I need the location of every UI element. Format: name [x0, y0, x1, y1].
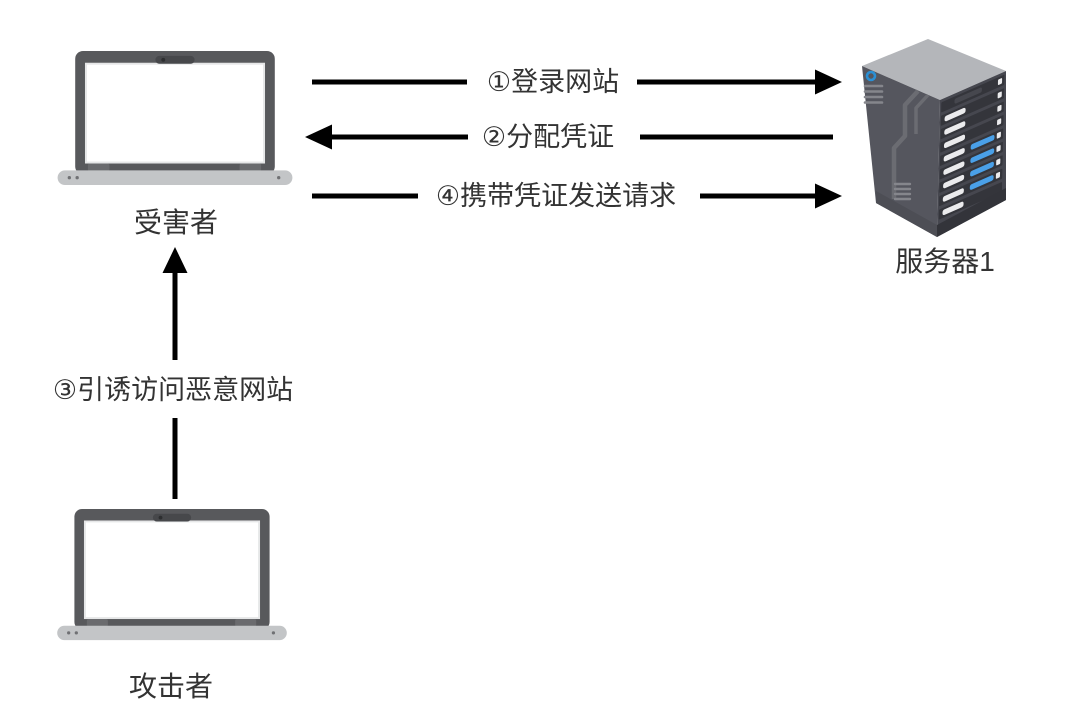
- attacker-laptop-icon: [57, 509, 287, 641]
- edge-label-step2: ②分配凭证: [479, 120, 617, 154]
- server-label: 服务器1: [895, 246, 995, 277]
- arrowhead-right-icon: [815, 183, 842, 209]
- victim-laptop-icon: [57, 51, 293, 186]
- server-power-led-icon: [865, 70, 877, 82]
- server-vent-lines-bottom-icon: [893, 182, 912, 201]
- server-node: [858, 36, 1010, 241]
- victim-label: 受害者: [133, 207, 219, 238]
- arrowhead-left-icon: [305, 124, 332, 150]
- victim-node: [57, 51, 293, 187]
- server-icon: [862, 39, 1006, 237]
- attacker-label: 攻击者: [128, 671, 214, 702]
- arrow-step1-login: [312, 69, 842, 95]
- edge-label-step1: ①登录网站: [484, 65, 622, 99]
- arrow-step4-request: [312, 183, 842, 209]
- arrowhead-up-icon: [162, 247, 188, 273]
- server-panel-seam-icon: [891, 89, 930, 199]
- server-vent-lines-top-icon: [863, 84, 884, 104]
- edge-label-step4: ④携带凭证发送请求: [433, 179, 679, 213]
- arrow-step2-credential: [305, 124, 833, 150]
- arrowhead-right-icon: [815, 69, 842, 95]
- attacker-node: [57, 509, 287, 642]
- arrow-step3-lure: [162, 247, 188, 499]
- edge-label-step3: ③引诱访问恶意网站: [50, 373, 296, 407]
